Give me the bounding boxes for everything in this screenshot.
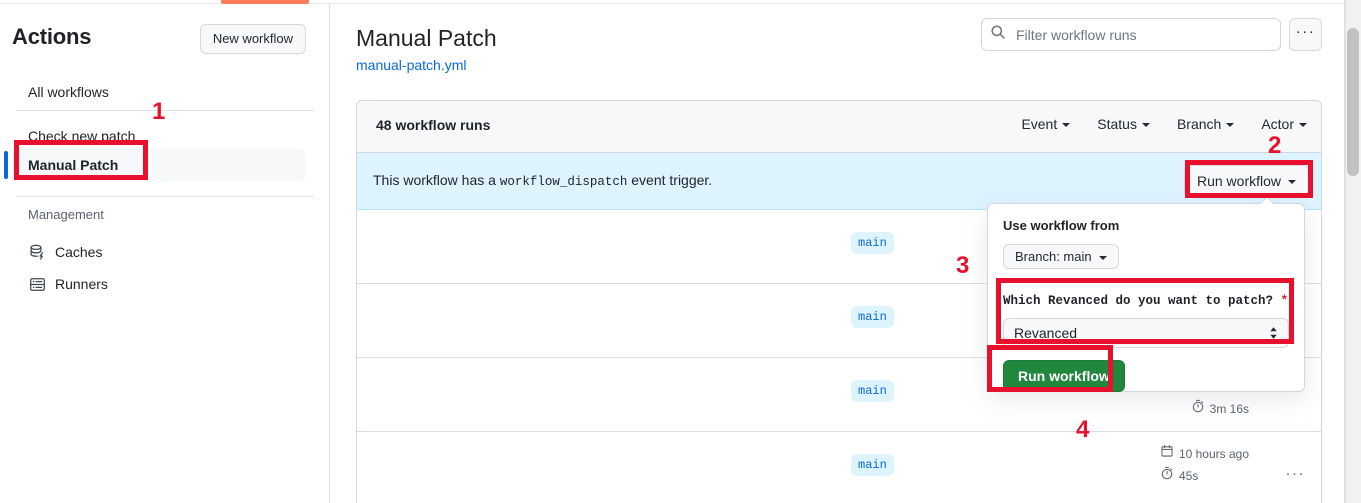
filter-label: Status — [1097, 116, 1137, 132]
top-hairline — [0, 3, 1345, 4]
sidebar-divider-2 — [16, 196, 314, 197]
stopwatch-icon — [1191, 399, 1205, 419]
calendar-icon — [1160, 444, 1174, 464]
filter-status[interactable]: Status — [1097, 116, 1150, 132]
sidebar-management-label: Management — [28, 207, 104, 222]
sidebar-item-label: Check new patch — [28, 128, 136, 144]
run-duration: 3m 16s — [1191, 399, 1249, 419]
sidebar-item-manual-patch[interactable]: Manual Patch — [4, 149, 306, 181]
sidebar-divider-1 — [16, 110, 314, 111]
search-box[interactable] — [981, 18, 1281, 51]
chevron-down-icon — [1299, 123, 1307, 127]
run-duration-label: 45s — [1178, 469, 1199, 483]
revanced-field-label: Which Revanced do you want to patch? * — [1003, 292, 1289, 310]
chevron-down-icon — [1141, 123, 1150, 127]
run-duration-label: 3m 16s — [1209, 402, 1249, 416]
filter-label: Event — [1021, 116, 1058, 132]
workflow-runs-header: 48 workflow runs Event Status Branch — [357, 101, 1321, 153]
filters-group: Event Status Branch Actor — [1021, 116, 1307, 132]
page-scrollbar-thumb[interactable] — [1347, 28, 1359, 176]
use-workflow-from-section: Use workflow from Branch: main — [988, 204, 1304, 282]
sidebar-header: Actions New workflow — [12, 22, 318, 56]
filter-event[interactable]: Event — [1021, 116, 1071, 132]
filter-label: Branch — [1176, 116, 1222, 132]
dispatch-event-name: workflow_dispatch — [499, 175, 628, 189]
dropdown-caret — [1260, 196, 1274, 204]
table-row[interactable]: main 10 hours ago — [357, 432, 1321, 503]
database-icon — [28, 243, 46, 261]
page-title: Manual Patch — [356, 25, 497, 51]
branch-select-value: Branch: main — [1015, 249, 1092, 264]
dropdown-footer: Run workflow — [988, 348, 1304, 392]
sidebar-item-label: Manual Patch — [28, 157, 119, 173]
row-more-options-button[interactable]: ··· — [1285, 465, 1305, 482]
chevron-down-icon — [1062, 123, 1071, 127]
sidebar-item-caches[interactable]: Caches — [12, 236, 306, 268]
revanced-select-value: Revanced — [1014, 325, 1078, 341]
filter-actor[interactable]: Actor — [1261, 116, 1307, 132]
chevron-down-icon — [1288, 180, 1296, 184]
revanced-select-field: Which Revanced do you want to patch? * R… — [988, 282, 1304, 348]
sidebar-item-label: All workflows — [28, 84, 109, 100]
run-time-ago: 10 hours ago — [1178, 447, 1249, 461]
search-input[interactable] — [1014, 25, 1272, 44]
branch-badge: main — [851, 306, 894, 328]
dispatch-prefix: This workflow has a — [373, 172, 496, 188]
branch-select-button[interactable]: Branch: main — [1003, 244, 1119, 269]
table-row[interactable]: main 3m 16s — [357, 358, 1321, 432]
server-icon — [28, 275, 46, 293]
run-workflow-button-label: Run workflow — [1196, 173, 1281, 189]
run-workflow-dropdown: Use workflow from Branch: main Which Rev… — [987, 203, 1305, 392]
use-workflow-from-label: Use workflow from — [1003, 218, 1120, 233]
workflow-file-link[interactable]: manual-patch.yml — [356, 57, 467, 73]
workflow-dispatch-banner: This workflow has a workflow_dispatch ev… — [357, 153, 1321, 210]
branch-badge: main — [851, 380, 894, 402]
search-icon — [990, 24, 1014, 45]
content-right-edge — [1344, 0, 1345, 503]
run-workflow-submit-button[interactable]: Run workflow — [1003, 360, 1125, 392]
required-asterisk: * — [1280, 294, 1289, 308]
sidebar-item-label: Runners — [55, 276, 108, 292]
chevron-down-icon — [1226, 123, 1235, 127]
branch-badge: main — [851, 232, 894, 254]
sidebar: Actions New workflow All workflows Check… — [0, 4, 330, 503]
page-scrollbar[interactable] — [1345, 0, 1361, 503]
sort-updown-icon — [1268, 325, 1279, 341]
workflow-runs-count: 48 workflow runs — [376, 117, 491, 133]
branch-badge: main — [851, 454, 894, 476]
stopwatch-icon — [1160, 466, 1174, 486]
revanced-field-label-text: Which Revanced do you want to patch? — [1003, 294, 1274, 308]
sidebar-item-check-new-patch[interactable]: Check new patch — [12, 120, 306, 152]
run-meta: 10 hours ago 45s — [1160, 444, 1249, 486]
workflow-dispatch-text: This workflow has a workflow_dispatch ev… — [373, 172, 712, 189]
revanced-select[interactable]: Revanced — [1003, 318, 1289, 348]
more-options-button[interactable]: ··· — [1289, 18, 1322, 51]
chevron-down-icon — [1098, 255, 1107, 260]
sidebar-item-runners[interactable]: Runners — [12, 268, 306, 300]
dispatch-suffix: event trigger. — [631, 172, 713, 188]
filter-label: Actor — [1261, 116, 1294, 132]
sidebar-title: Actions — [12, 24, 92, 49]
run-workflow-button[interactable]: Run workflow — [1183, 165, 1309, 197]
sidebar-item-all-workflows[interactable]: All workflows — [12, 76, 306, 108]
filter-branch[interactable]: Branch — [1176, 116, 1235, 132]
new-workflow-button[interactable]: New workflow — [199, 24, 306, 54]
sidebar-item-label: Caches — [55, 244, 103, 260]
active-tab-indicator — [221, 0, 309, 4]
